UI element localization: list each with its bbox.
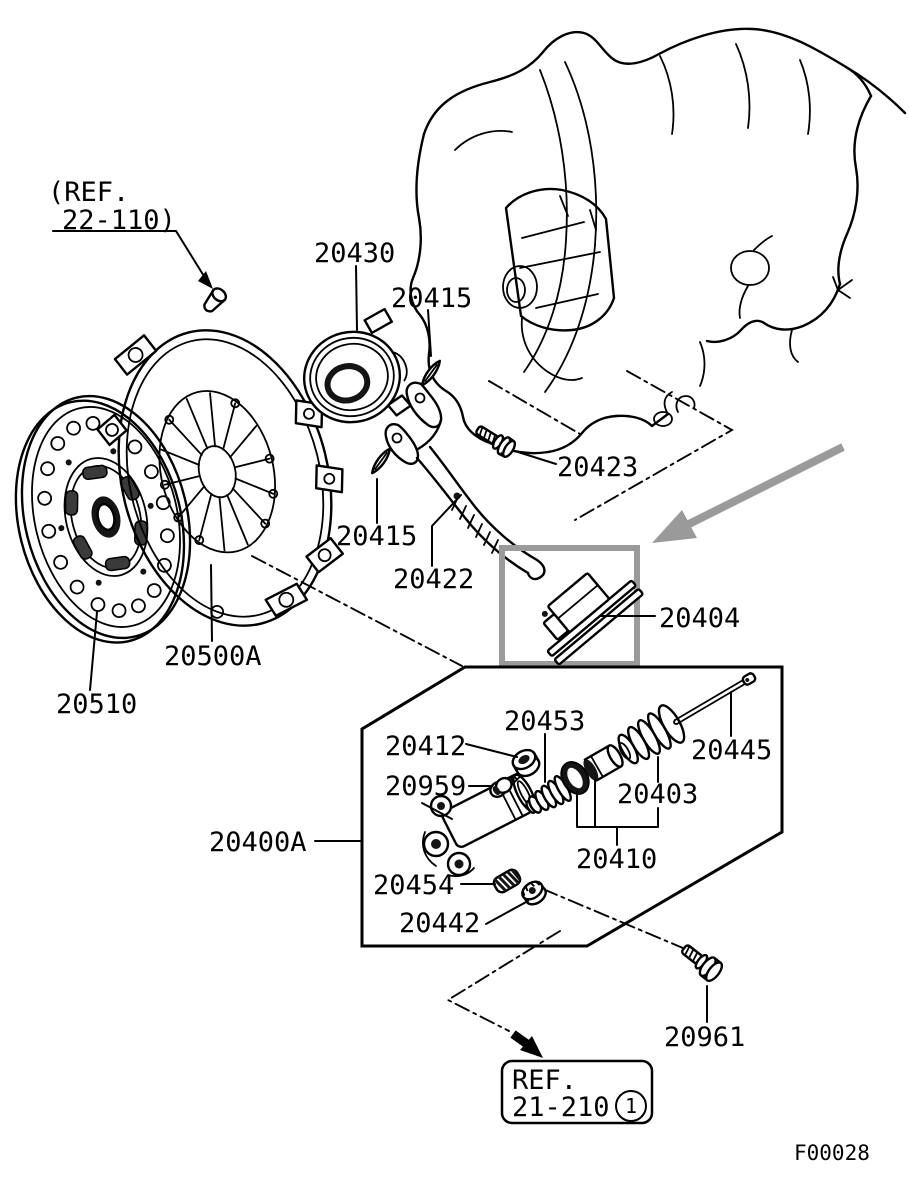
clutch-disc-drawing [14, 394, 192, 644]
part-label-20404: 20404 [659, 603, 740, 634]
pin-20415-lower-drawing [370, 447, 392, 475]
part-label-20410: 20410 [576, 844, 657, 875]
part-label-20400A: 20400A [209, 827, 307, 858]
leader-lines [52, 230, 732, 1023]
part-label-20445: 20445 [691, 735, 772, 766]
ref-bottom-arrow [510, 1030, 543, 1058]
part-label-20415-lower: 20415 [336, 521, 417, 552]
pointer-arrow [652, 443, 845, 543]
part-label-20423: 20423 [557, 452, 638, 483]
spring-20453-drawing [525, 774, 572, 815]
disc-rivets [58, 448, 154, 586]
pin-20415-upper-drawing [420, 359, 442, 387]
figure-code: F00028 [794, 1141, 870, 1165]
boot-20403-drawing [617, 704, 686, 765]
part-label-20415-upper: 20415 [391, 283, 472, 314]
part-label-20959: 20959 [385, 771, 466, 802]
construction-lines [251, 370, 734, 1032]
part-label-20412: 20412 [385, 731, 466, 762]
ref-pin-drawing [203, 287, 228, 313]
part-label-20442: 20442 [399, 908, 480, 939]
diaphragm-fingers [159, 392, 279, 552]
part-label-20961: 20961 [664, 1022, 745, 1053]
ref-bottom-callout: REF. 21-210 1 [500, 1059, 654, 1125]
ref-bottom-line2: 21-210 [512, 1092, 610, 1123]
bolt-20423-drawing [475, 425, 517, 459]
piston-drawing [583, 744, 624, 782]
fork-hatching [451, 496, 507, 561]
part-label-20403: 20403 [617, 779, 698, 810]
bolt-20961-drawing [681, 944, 724, 983]
kit-panel-border [360, 665, 784, 948]
ref-leader-arrowhead [198, 271, 213, 289]
ref-bottom-badge: 1 [625, 1094, 637, 1118]
damper-20404-drawing [541, 572, 644, 666]
part-label-20453: 20453 [504, 706, 585, 737]
disc-rim-holes [37, 415, 175, 619]
ref-top-line1: (REF. [48, 177, 129, 208]
part-labels: (REF. 22-110) 20430 20415 20423 20415 20… [48, 177, 772, 1053]
valve-20454-drawing [492, 868, 522, 894]
highlight-box [499, 545, 640, 667]
part-label-20454: 20454 [373, 870, 454, 901]
part-label-20510: 20510 [56, 689, 137, 720]
part-label-20430: 20430 [314, 238, 395, 269]
ref-bottom-line1: REF. [512, 1065, 577, 1096]
push-rod-20445-drawing [673, 672, 757, 725]
release-bearing-drawing [302, 307, 412, 424]
part-label-20500A: 20500A [164, 641, 262, 672]
transmission-housing-drawing [409, 27, 907, 455]
gasket-20412-drawing [511, 748, 541, 778]
bleeder-20959-drawing [489, 771, 522, 798]
ref-top-line2: 22-110) [62, 205, 176, 236]
part-label-20422: 20422 [393, 564, 474, 595]
